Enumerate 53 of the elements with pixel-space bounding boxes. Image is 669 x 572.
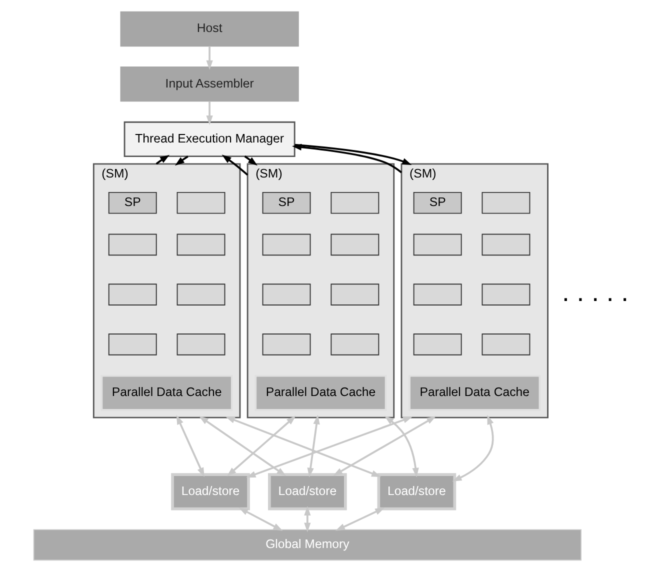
node-box: Global Memory bbox=[33, 529, 582, 561]
arrow bbox=[176, 414, 204, 478]
arrow bbox=[333, 416, 436, 476]
arrow bbox=[335, 508, 385, 531]
node-box bbox=[262, 234, 311, 256]
label: . . . . . bbox=[562, 277, 629, 308]
node-box: Load/store bbox=[171, 473, 250, 510]
node-box bbox=[108, 284, 157, 306]
arrow bbox=[206, 101, 213, 125]
node-box: SP bbox=[413, 192, 462, 214]
arrow bbox=[307, 414, 320, 478]
node-box: SP bbox=[262, 192, 311, 214]
arrow bbox=[174, 156, 188, 166]
node-box: Load/store bbox=[377, 473, 456, 510]
node-box bbox=[482, 334, 530, 356]
node-box bbox=[262, 334, 311, 356]
node-box bbox=[482, 234, 530, 256]
node-box: Thread Execution Manager bbox=[124, 121, 296, 158]
arrow bbox=[452, 414, 494, 482]
node-box bbox=[108, 234, 157, 256]
node-box bbox=[413, 284, 462, 306]
node-box: SP bbox=[108, 192, 157, 214]
arrow bbox=[206, 46, 213, 70]
arrow bbox=[238, 508, 283, 531]
node-box: Load/store bbox=[268, 473, 347, 510]
node-box bbox=[108, 334, 157, 356]
arrow bbox=[198, 416, 286, 476]
node-box bbox=[176, 284, 226, 306]
node-box: Parallel Data Cache bbox=[408, 374, 541, 411]
arrow bbox=[222, 154, 248, 176]
node-box bbox=[413, 334, 462, 356]
node-box: Input Assembler bbox=[120, 66, 299, 102]
node-box bbox=[262, 284, 311, 306]
node-box: Parallel Data Cache bbox=[100, 374, 233, 411]
arrow bbox=[225, 416, 382, 477]
arrow bbox=[384, 416, 419, 478]
node-box bbox=[330, 234, 380, 256]
node-box: Parallel Data Cache bbox=[254, 374, 387, 411]
arrow bbox=[244, 156, 258, 166]
node-box bbox=[482, 284, 530, 306]
arrow bbox=[246, 416, 413, 478]
node-box bbox=[176, 192, 226, 214]
arrow bbox=[226, 416, 296, 476]
arrow bbox=[292, 144, 402, 174]
node-box bbox=[413, 234, 462, 256]
node-box bbox=[330, 284, 380, 306]
node-box bbox=[330, 334, 380, 356]
arrow bbox=[294, 144, 412, 166]
node-box bbox=[176, 334, 226, 356]
node-box bbox=[482, 192, 530, 214]
node-box: Host bbox=[120, 11, 299, 47]
node-box bbox=[176, 234, 226, 256]
node-box bbox=[330, 192, 380, 214]
